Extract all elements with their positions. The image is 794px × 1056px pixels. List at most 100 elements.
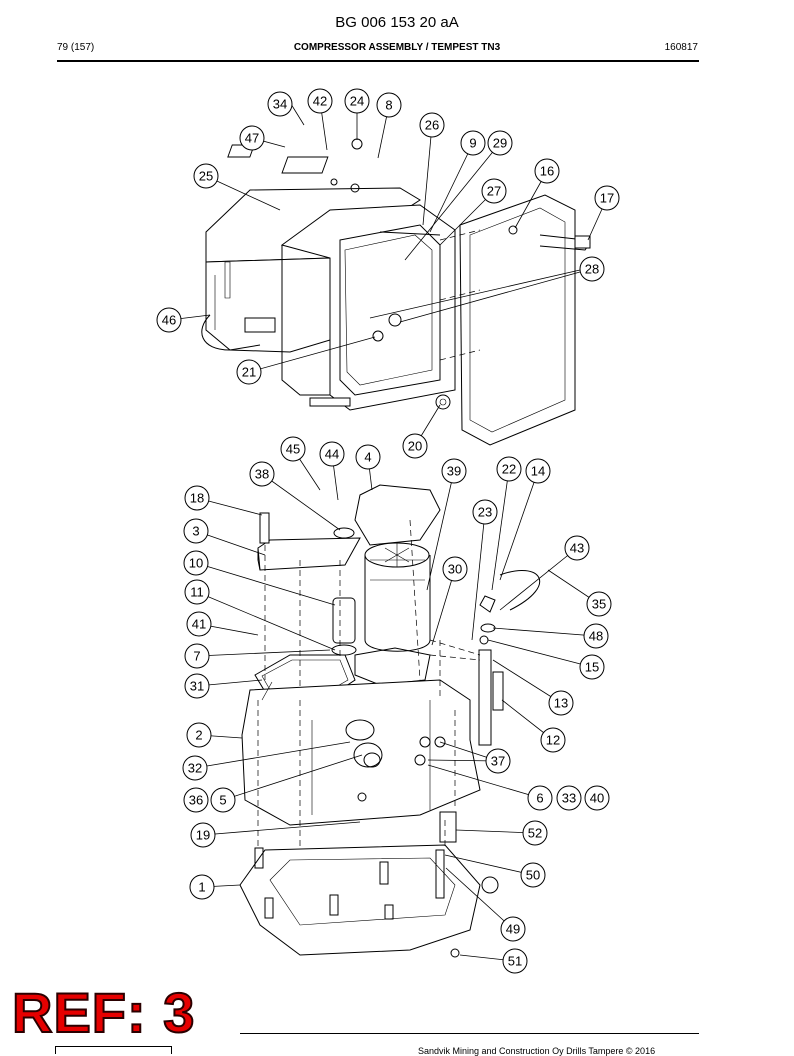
callout-13: 13	[548, 690, 574, 716]
svg-text:29: 29	[493, 136, 507, 151]
svg-text:44: 44	[325, 447, 339, 462]
callout-24: 24	[344, 88, 370, 114]
svg-text:34: 34	[273, 97, 287, 112]
callout-18: 18	[184, 485, 210, 511]
callout-29: 29	[487, 130, 513, 156]
svg-text:21: 21	[242, 365, 256, 380]
svg-text:46: 46	[162, 313, 176, 328]
callout-38: 38	[249, 461, 275, 487]
callout-15: 15	[579, 654, 605, 680]
svg-text:7: 7	[193, 649, 200, 664]
document-code: BG 006 153 20 aA	[335, 14, 459, 31]
callout-23: 23	[472, 499, 498, 525]
callout-42: 42	[307, 88, 333, 114]
svg-text:15: 15	[585, 660, 599, 675]
svg-text:20: 20	[408, 439, 422, 454]
callout-10: 10	[183, 550, 209, 576]
svg-text:47: 47	[245, 131, 259, 146]
svg-text:16: 16	[540, 164, 554, 179]
callout-7: 7	[184, 643, 210, 669]
callout-8: 8	[376, 92, 402, 118]
svg-text:33: 33	[562, 791, 576, 806]
logo-strip	[55, 1046, 172, 1054]
svg-text:12: 12	[546, 733, 560, 748]
svg-text:28: 28	[585, 262, 599, 277]
callout-22: 22	[496, 456, 522, 482]
svg-text:38: 38	[255, 467, 269, 482]
svg-text:36: 36	[189, 793, 203, 808]
callout-16: 16	[534, 158, 560, 184]
callout-6: 6	[527, 785, 553, 811]
callout-37: 37	[485, 748, 511, 774]
callout-12: 12	[540, 727, 566, 753]
callout-44: 44	[319, 441, 345, 467]
callout-20: 20	[402, 433, 428, 459]
header-rule	[57, 60, 699, 62]
callout-9: 9	[460, 130, 486, 156]
callout-40: 40	[584, 785, 610, 811]
callout-43: 43	[564, 535, 590, 561]
callout-35: 35	[586, 591, 612, 617]
svg-text:27: 27	[487, 184, 501, 199]
svg-text:2: 2	[195, 728, 202, 743]
svg-text:22: 22	[502, 462, 516, 477]
svg-text:41: 41	[192, 617, 206, 632]
callout-30: 30	[442, 556, 468, 582]
svg-text:42: 42	[313, 94, 327, 109]
svg-text:51: 51	[508, 954, 522, 969]
svg-text:9: 9	[469, 136, 476, 151]
svg-text:43: 43	[570, 541, 584, 556]
callout-27: 27	[481, 178, 507, 204]
footer-rule	[240, 1033, 699, 1034]
callout-33: 33	[556, 785, 582, 811]
svg-text:37: 37	[491, 754, 505, 769]
svg-text:10: 10	[189, 556, 203, 571]
svg-text:24: 24	[350, 94, 364, 109]
callout-41: 41	[186, 611, 212, 637]
callout-39: 39	[441, 458, 467, 484]
svg-text:49: 49	[506, 922, 520, 937]
svg-text:6: 6	[536, 791, 543, 806]
upper-housing	[201, 138, 591, 446]
svg-text:17: 17	[600, 191, 614, 206]
leader-lines	[168, 100, 608, 962]
callout-19: 19	[190, 822, 216, 848]
page-number: 79 (157)	[57, 42, 95, 53]
callout-47: 47	[239, 125, 265, 151]
callout-51: 51	[502, 948, 528, 974]
svg-text:11: 11	[190, 585, 204, 600]
callout-31: 31	[184, 673, 210, 699]
callout-26: 26	[419, 112, 445, 138]
callout-25: 25	[193, 163, 219, 189]
callout-28: 28	[579, 256, 605, 282]
footer-copyright: Sandvik Mining and Construction Oy Drill…	[418, 1046, 656, 1056]
svg-text:23: 23	[478, 505, 492, 520]
lower-housing	[239, 484, 541, 958]
callout-52: 52	[522, 820, 548, 846]
page-title: COMPRESSOR ASSEMBLY / TEMPEST TN3	[293, 42, 501, 53]
callout-36: 36	[183, 787, 209, 813]
callout-21: 21	[236, 359, 262, 385]
svg-text:4: 4	[364, 450, 371, 465]
svg-text:31: 31	[190, 679, 204, 694]
svg-text:13: 13	[554, 696, 568, 711]
svg-text:48: 48	[589, 629, 603, 644]
svg-text:14: 14	[531, 464, 545, 479]
callout-4: 4	[355, 444, 381, 470]
ref-stamp: REF: 3	[11, 981, 196, 1044]
callout-34: 34	[267, 91, 293, 117]
callout-49: 49	[500, 916, 526, 942]
svg-text:52: 52	[528, 826, 542, 841]
callout-3: 3	[183, 518, 209, 544]
svg-text:45: 45	[286, 442, 300, 457]
svg-text:50: 50	[526, 868, 540, 883]
callout-17: 17	[594, 185, 620, 211]
callout-50: 50	[520, 862, 546, 888]
callout-32: 32	[182, 755, 208, 781]
callout-45: 45	[280, 436, 306, 462]
svg-text:5: 5	[219, 793, 226, 808]
svg-text:1: 1	[198, 880, 205, 895]
svg-text:30: 30	[448, 562, 462, 577]
svg-text:8: 8	[385, 98, 392, 113]
